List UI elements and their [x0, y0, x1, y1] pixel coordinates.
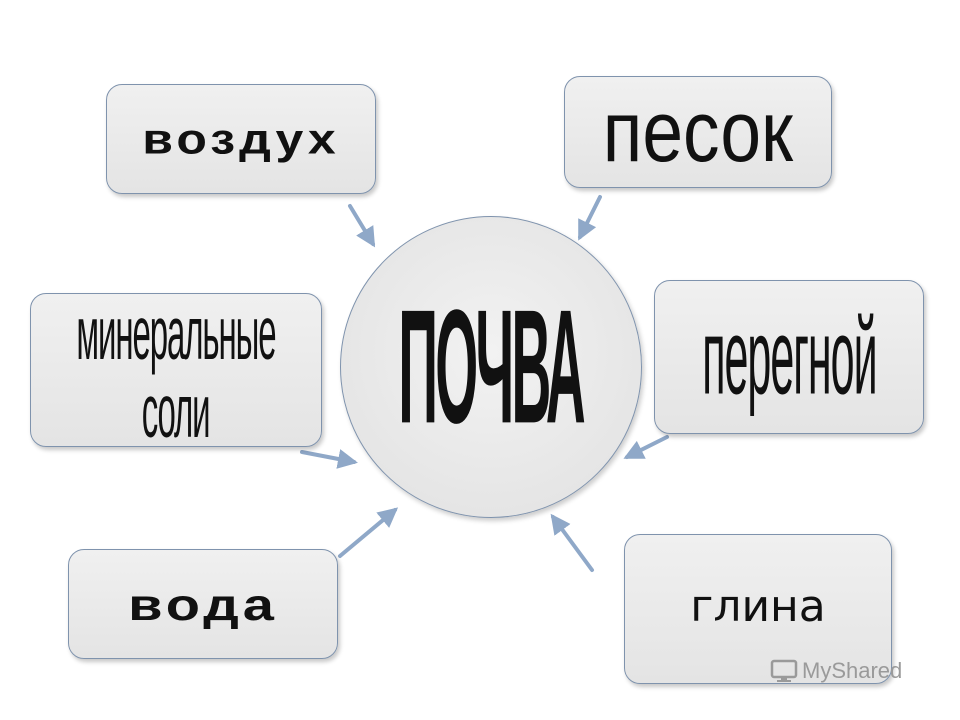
arrow-water: [338, 507, 399, 558]
node-minerals-label-line1: минеральные: [76, 291, 276, 376]
node-sand: песок: [564, 76, 832, 188]
watermark-text: MyShared: [802, 658, 903, 683]
center-label: ПОЧВА: [398, 276, 586, 458]
node-clay: глина: [624, 534, 892, 684]
node-humus-label: перегной: [701, 297, 877, 417]
node-minerals: минеральные соли: [30, 291, 322, 454]
arrow-humus: [623, 435, 669, 459]
monitor-icon: [770, 659, 798, 682]
node-minerals-label-line2: соли: [142, 369, 211, 454]
node-air-label: воздух: [142, 115, 340, 163]
arrow-clay: [550, 513, 594, 572]
node-humus: перегной: [654, 280, 924, 434]
center-node-soil: ПОЧВА: [340, 216, 642, 518]
arrow-minerals: [300, 449, 358, 469]
arrow-sand: [578, 195, 602, 241]
node-sand-label: песок: [602, 84, 794, 180]
node-air: воздух: [106, 84, 376, 194]
node-clay-label: глина: [690, 580, 826, 632]
watermark-logo: MyShared: [770, 658, 902, 684]
node-water-label: вода: [128, 578, 278, 630]
node-water: вода: [68, 549, 338, 659]
arrow-air: [348, 204, 376, 248]
